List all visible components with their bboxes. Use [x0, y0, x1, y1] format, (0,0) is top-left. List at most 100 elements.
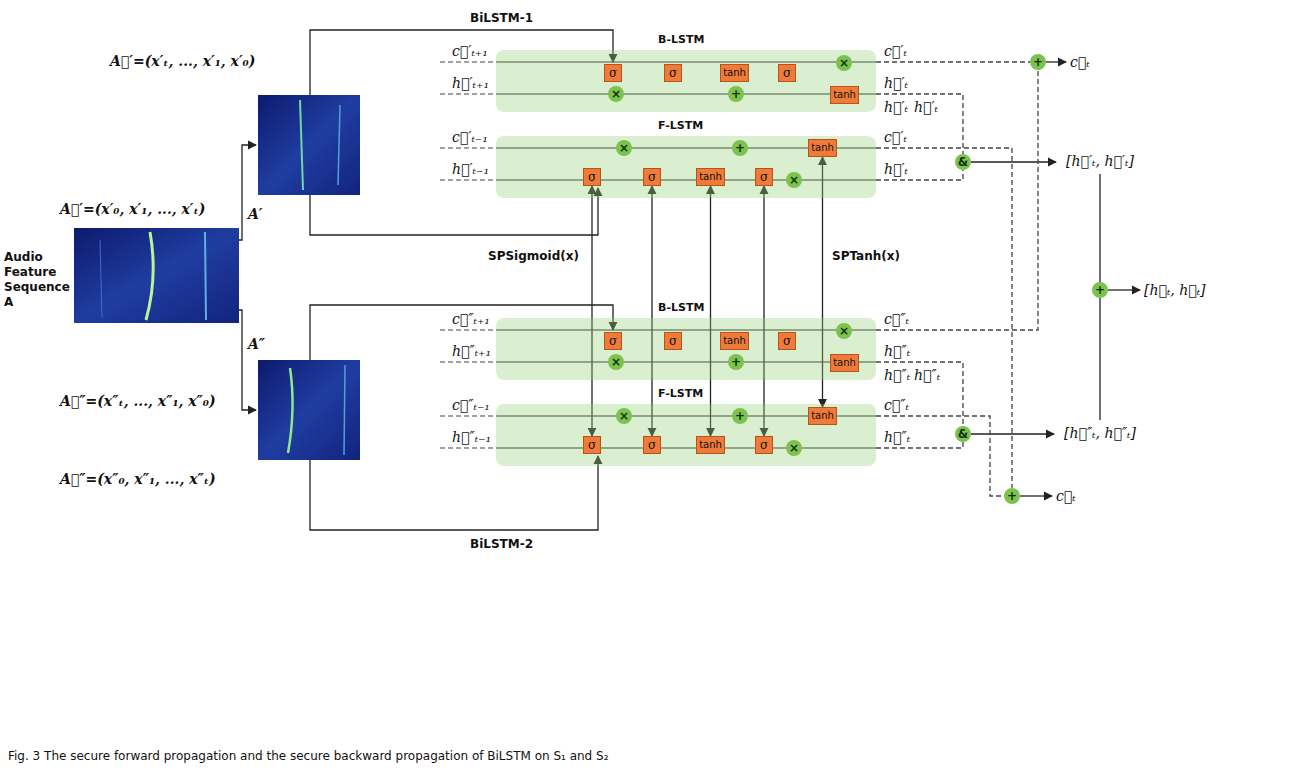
- math-label: A⃖′=(x′ₜ, ..., x′₁, x′₀): [110, 52, 255, 70]
- operator-circle: ×: [786, 172, 802, 188]
- secure-share-connector: [710, 186, 711, 436]
- gate-box: σ: [664, 64, 682, 82]
- operator-circle: ×: [836, 55, 852, 71]
- gate-symbol: σ: [760, 170, 768, 184]
- gate-symbol: tanh: [833, 89, 856, 101]
- gate-box: σ: [778, 64, 796, 82]
- state-connector: [876, 61, 1030, 62]
- spectrogram-streak: [146, 232, 153, 320]
- math-label: h⃗′ₜ₋₁: [452, 160, 489, 178]
- gate-box: σ: [755, 168, 773, 186]
- spectrogram-streak: [288, 368, 293, 453]
- part-label: BiLSTM-1: [470, 10, 533, 26]
- math-label: A⃗′=(x′₀, x′₁, ..., x′ₜ): [60, 200, 205, 218]
- gate-symbol: tanh: [811, 410, 834, 422]
- spectrogram-streak: [300, 100, 303, 190]
- spectrogram-image: [258, 360, 360, 460]
- state-connector: [876, 362, 963, 426]
- gate-symbol: tanh: [723, 67, 746, 79]
- gate-symbol: σ: [648, 438, 656, 452]
- gate-symbol: +: [731, 87, 741, 101]
- gate-box: tanh: [696, 168, 725, 186]
- operator-circle: ×: [608, 354, 624, 370]
- upper-spectrogram: [258, 95, 360, 195]
- math-label: c⃗″ₜ₋₁: [452, 396, 490, 414]
- math-label: h⃖′ₜ₊₁: [452, 74, 489, 92]
- secure-share-connector: [763, 186, 764, 436]
- cell-heading: F-LSTM: [658, 119, 703, 133]
- operator-circle: +: [1004, 488, 1020, 504]
- spectrogram-streak: [344, 365, 345, 455]
- math-label: h⃗″ₜ₋₁: [452, 428, 491, 446]
- gate-symbol: σ: [760, 438, 768, 452]
- gate-symbol: +: [1007, 489, 1017, 503]
- gate-box: tanh: [720, 332, 749, 350]
- gate-symbol: σ: [588, 170, 596, 184]
- gate-box: tanh: [808, 407, 837, 425]
- math-label: c⃖″ₜ: [884, 310, 909, 328]
- gate-box: tanh: [696, 436, 725, 454]
- operator-circle: +: [1092, 282, 1108, 298]
- gate-symbol: tanh: [811, 142, 834, 154]
- output-wires: [971, 62, 1140, 496]
- gate-symbol: σ: [609, 334, 617, 348]
- secure-share-connector: [591, 186, 592, 436]
- dashed-stub: [440, 62, 494, 448]
- gate-box: tanh: [830, 86, 859, 104]
- gate-symbol: σ: [648, 170, 656, 184]
- spectrogram-node: Audio Feature Sequence A: [74, 228, 239, 323]
- gate-symbol: σ: [588, 438, 596, 452]
- gate-symbol: ×: [611, 355, 621, 369]
- split-wire: [239, 310, 256, 410]
- gate-box: tanh: [720, 64, 749, 82]
- gate-symbol: ×: [789, 441, 799, 455]
- math-label: h⃗′ₜ: [884, 160, 908, 178]
- operator-circle: ×: [616, 408, 632, 424]
- operator-circle: ×: [786, 440, 802, 456]
- gate-symbol: σ: [609, 66, 617, 80]
- cell-heading: B-LSTM: [658, 33, 704, 47]
- gate-symbol: ×: [789, 173, 799, 187]
- gate-symbol: +: [735, 409, 745, 423]
- gate-symbol: +: [1095, 283, 1105, 297]
- math-label: h⃖″ₜ: [914, 366, 940, 384]
- math-label: [h⃗ₜ, h⃖ₜ]: [1144, 281, 1206, 299]
- math-label: A⃗″=(x″₀, x″₁, ..., x″ₜ): [60, 470, 216, 488]
- gate-symbol: tanh: [699, 439, 722, 451]
- gate-symbol: σ: [783, 334, 791, 348]
- gate-symbol: ×: [839, 56, 849, 70]
- cell-heading: B-LSTM: [658, 301, 704, 315]
- cell-heading: F-LSTM: [658, 387, 703, 401]
- gate-symbol: &: [958, 155, 968, 169]
- math-label: c⃖ₜ: [1070, 53, 1090, 71]
- operator-circle: +: [1030, 54, 1046, 70]
- input-wire: [310, 456, 598, 530]
- gate-symbol: ×: [619, 141, 629, 155]
- main-spectrogram: [74, 228, 239, 323]
- gate-symbol: tanh: [833, 357, 856, 369]
- math-label: c⃗″ₜ: [884, 396, 909, 414]
- math-label: c⃗′ₜ₋₁: [452, 128, 488, 146]
- math-label: h⃖″ₜ: [884, 342, 910, 360]
- state-connector: [876, 148, 1012, 488]
- gate-symbol: ×: [839, 324, 849, 338]
- gate-symbol: tanh: [699, 171, 722, 183]
- operator-circle: &: [955, 154, 971, 170]
- gate-box: σ: [583, 168, 601, 186]
- operator-circle: +: [732, 140, 748, 156]
- gate-symbol: σ: [669, 334, 677, 348]
- operator-circle: +: [728, 354, 744, 370]
- math-label: c⃖′ₜ: [884, 42, 907, 60]
- gate-box: σ: [664, 332, 682, 350]
- gate-box: σ: [778, 332, 796, 350]
- math-label: c⃗′ₜ: [884, 128, 907, 146]
- secure-share-connector: [651, 186, 652, 436]
- operator-circle: &: [955, 426, 971, 442]
- math-label: A′: [248, 205, 263, 223]
- gate-symbol: σ: [783, 66, 791, 80]
- gate-box: σ: [604, 332, 622, 350]
- sequence-label: Audio Feature Sequence A: [4, 250, 70, 310]
- math-label: [h⃗″ₜ, h⃖″ₜ]: [1064, 424, 1136, 442]
- merge-wire: [1099, 174, 1100, 282]
